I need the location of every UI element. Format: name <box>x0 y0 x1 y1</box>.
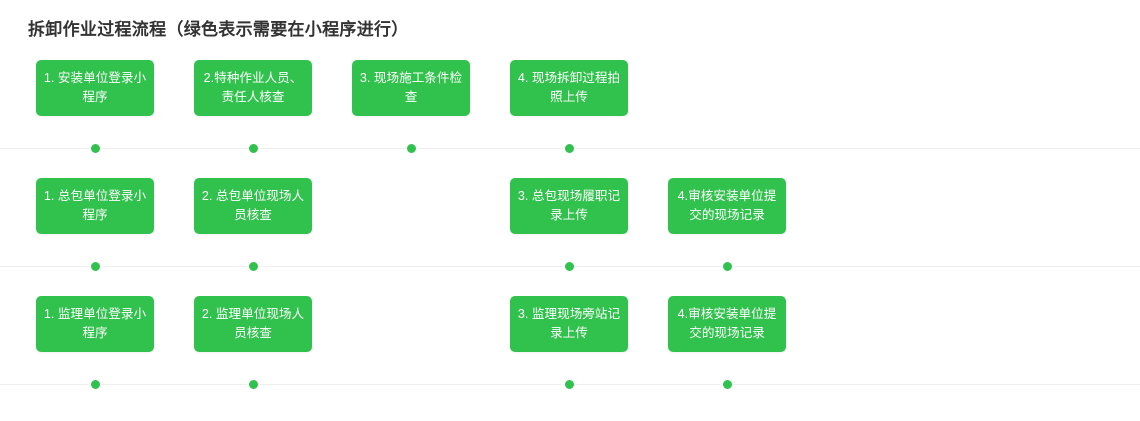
flow-node-label: 2.特种作业人员、责任人核查 <box>203 71 303 104</box>
flow-node[interactable]: 4.审核安装单位提交的现场记录 <box>668 296 786 352</box>
timeline-dot <box>89 260 102 273</box>
flow-node[interactable]: 1. 总包单位登录小程序 <box>36 178 154 234</box>
row-nodes: 1. 安装单位登录小程序 2.特种作业人员、责任人核查 3. 现场施工条件检查 4. … <box>0 54 1140 144</box>
flow-node[interactable]: 4.审核安装单位提交的现场记录 <box>668 178 786 234</box>
timeline-dot <box>247 142 260 155</box>
timeline-dot <box>563 142 576 155</box>
flow-node[interactable]: 3. 总包现场履职记录上传 <box>510 178 628 234</box>
flow-node[interactable]: 1. 监理单位登录小程序 <box>36 296 154 352</box>
flow-node[interactable]: 2. 总包单位现场人员核查 <box>194 178 312 234</box>
flow-rows: 1. 安装单位登录小程序 2.特种作业人员、责任人核查 3. 现场施工条件检查 4. … <box>0 54 1140 408</box>
flow-node[interactable]: 3. 监理现场旁站记录上传 <box>510 296 628 352</box>
timeline-dot <box>247 378 260 391</box>
timeline-dot <box>89 378 102 391</box>
timeline-dot <box>721 260 734 273</box>
timeline-dot <box>247 260 260 273</box>
flow-node-label: 2. 总包单位现场人员核查 <box>201 189 305 222</box>
installation-unit-row: 1. 安装单位登录小程序 2.特种作业人员、责任人核查 3. 现场施工条件检查 4. … <box>0 54 1140 172</box>
flow-node-label: 1. 监理单位登录小程序 <box>43 307 147 340</box>
flow-node[interactable]: 2. 监理单位现场人员核查 <box>194 296 312 352</box>
timeline-dot <box>405 142 418 155</box>
timeline-dot <box>563 260 576 273</box>
flow-node-label: 4. 现场拆卸过程拍照上传 <box>517 71 621 104</box>
flow-node-label: 4.审核安装单位提交的现场记录 <box>677 189 777 222</box>
flow-node-label: 4.审核安装单位提交的现场记录 <box>677 307 777 340</box>
general-contractor-row: 1. 总包单位登录小程序 2. 总包单位现场人员核查 3. 总包现场履职记录上传 4.… <box>0 172 1140 290</box>
flow-node[interactable]: 4. 现场拆卸过程拍照上传 <box>510 60 628 116</box>
flow-node-label: 1. 安装单位登录小程序 <box>43 71 147 104</box>
flow-node-label: 3. 现场施工条件检查 <box>359 71 463 104</box>
row-nodes: 1. 总包单位登录小程序 2. 总包单位现场人员核查 3. 总包现场履职记录上传 4.… <box>0 172 1140 262</box>
timeline-dot <box>89 142 102 155</box>
flow-node-label: 3. 监理现场旁站记录上传 <box>517 307 621 340</box>
supervision-unit-row: 1. 监理单位登录小程序 2. 监理单位现场人员核查 3. 监理现场旁站记录上传 4.… <box>0 290 1140 408</box>
flow-node[interactable]: 1. 安装单位登录小程序 <box>36 60 154 116</box>
flow-node-label: 2. 监理单位现场人员核查 <box>201 307 305 340</box>
flow-node-label: 3. 总包现场履职记录上传 <box>517 189 621 222</box>
page-title: 拆卸作业过程流程（绿色表示需要在小程序进行） <box>28 20 409 39</box>
row-nodes: 1. 监理单位登录小程序 2. 监理单位现场人员核查 3. 监理现场旁站记录上传 4.… <box>0 290 1140 380</box>
timeline-dot <box>721 378 734 391</box>
flow-node-label: 1. 总包单位登录小程序 <box>43 189 147 222</box>
flow-node[interactable]: 3. 现场施工条件检查 <box>352 60 470 116</box>
timeline-dot <box>563 378 576 391</box>
flow-node[interactable]: 2.特种作业人员、责任人核查 <box>194 60 312 116</box>
